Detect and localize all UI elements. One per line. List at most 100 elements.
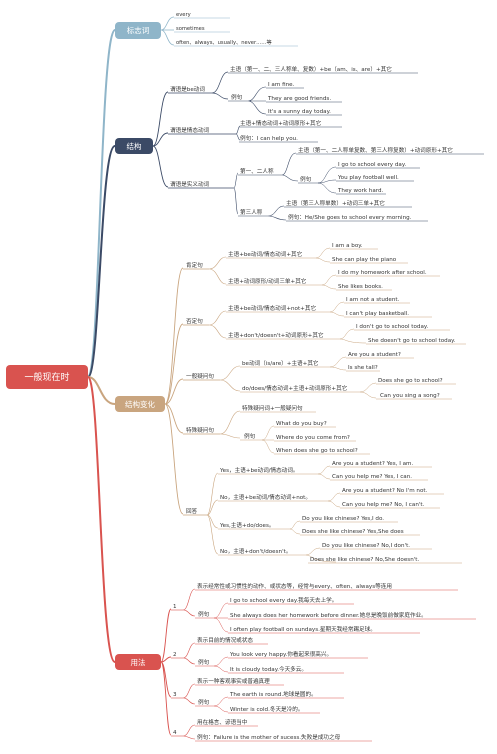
root-node[interactable]: [6, 365, 88, 389]
usage-description: 表示目前的情况或状态: [197, 636, 253, 644]
structure-label: 结构: [127, 141, 142, 151]
special-question-rule: 特殊疑问词+一般疑问句: [242, 404, 303, 412]
structure-node[interactable]: [115, 138, 153, 154]
special-question-example-label: 例句: [244, 432, 256, 440]
marker-sometimes: sometimes: [176, 26, 205, 32]
usage-example: She always does her homework before dinn…: [230, 611, 427, 619]
structure-modal-label: 谓语是情态动词: [170, 126, 210, 134]
usage-number: 4: [173, 730, 177, 736]
usage-example: Winter is cold.冬天是冷的。: [230, 705, 303, 713]
connector-verb: [233, 172, 239, 215]
structure-modal-rule: 主语+情态动词+动词原形+其它: [240, 119, 322, 127]
general-question-label: 一般疑问句: [186, 372, 214, 380]
connector-yes-be: [317, 465, 331, 480]
structure-be-rule: 主语（第一、二、三人称单、复数）+be（am、is、are）+其它: [230, 65, 392, 73]
verb-first-second-rule: 主语（第一、二人称单复数、第三人称复数）+动词原形+其它: [298, 146, 453, 154]
special-question-example: Where do you come from?: [276, 435, 350, 441]
structure-verb-label: 谓语是实义动词: [170, 180, 210, 188]
connector-root-structure: [87, 145, 116, 378]
verb-third-rule: 主语（第三人称单数）+动词三单+其它: [286, 199, 385, 207]
negative-rule-be: 主语+be动词/情态动词+not+其它: [228, 304, 316, 312]
special-question-example: When does she go to school?: [276, 448, 358, 454]
usage-number: 2: [173, 652, 177, 658]
affirmative-rule-be: 主语+be动词/情态动词+其它: [228, 250, 303, 258]
be-example: It's a sunny day today.: [268, 109, 331, 115]
connector-first-second-examples: [317, 166, 337, 194]
variations-node[interactable]: [115, 396, 165, 412]
usage-label: 用法: [131, 657, 146, 667]
usage-example: I often play football on sundays.星期天我经常踢…: [230, 625, 376, 633]
connector-general-question: [219, 365, 241, 392]
connector-yes-do: [289, 520, 301, 535]
structure-be-label: 谓语是be动词: [170, 85, 205, 93]
usage-example-label: 例句: [198, 698, 210, 706]
connector-usage-2: [182, 642, 196, 665]
negative-example: She doesn't go to school today.: [368, 338, 456, 344]
connector-root-variations: [87, 376, 116, 405]
usage-example: It is cloudy today.今天多云。: [230, 665, 307, 673]
answer-no-be: No，主语+be动词/情态动词+not。: [220, 493, 311, 501]
be-example: They are good friends.: [267, 96, 331, 102]
connector-be: [211, 71, 229, 100]
affirmative-label: 肯定句: [186, 261, 203, 269]
general-question-example: Can you sing a song?: [380, 393, 440, 399]
markers-label: 标志词: [127, 25, 150, 35]
negative-rule-do: 主语+don't/doesn't+动词原形+其它: [228, 331, 324, 339]
answer-yes-do: Yes,主语+do/does。: [219, 521, 274, 529]
verb-example: You play football well.: [337, 175, 399, 181]
usage-description: 用在格言、谚语当中: [197, 718, 248, 726]
affirmative-example: She likes books.: [338, 284, 383, 290]
marker-every: every: [176, 12, 191, 18]
be-example: I am fine.: [268, 82, 295, 88]
answer-example: Do you like chinese? No,I don't.: [322, 543, 410, 549]
usage-example-label: 例句: [198, 610, 210, 618]
connector-usage: [160, 608, 172, 736]
connector-affirmative: [208, 256, 227, 285]
connector-usage-3: [182, 683, 196, 705]
verb-example: They work hard.: [337, 188, 384, 194]
general-question-rule-do: do/does/情态动词+主语+动词原形+其它: [242, 384, 348, 392]
connector-usage-3-examples: [213, 696, 229, 713]
connector-negative-ex2: [339, 328, 367, 344]
general-question-example: Is she tall?: [348, 365, 378, 371]
connector-negative-ex1: [329, 301, 345, 317]
general-question-example: Does she go to school?: [378, 378, 443, 384]
connector-no-be: [327, 492, 341, 508]
verb-first-second-label: 第一、二人称: [240, 167, 274, 175]
markers-node[interactable]: [115, 22, 161, 39]
connector-usage-1-examples: [213, 602, 229, 633]
answer-no-do: No，主语+don't/doesn't。: [220, 547, 291, 555]
connector-affirmative-ex2: [321, 274, 337, 290]
general-question-rule-be: be动词（is/are）+主语+其它: [242, 359, 319, 367]
affirmative-example: She can play the piano: [332, 257, 397, 263]
root-label: 一般现在时: [24, 371, 69, 383]
verb-third-example: 例句：He/She goes to school every morning.: [288, 213, 412, 221]
affirmative-rule-verb: 主语+动词原形/动词三单+其它: [228, 277, 307, 285]
usage-node[interactable]: [115, 654, 161, 670]
connector-special-question: [219, 410, 241, 439]
connector-usage-2-examples: [213, 656, 229, 673]
usage-description: 表示一种客观事实或普遍真理: [197, 677, 270, 685]
connector-root-markers: [87, 29, 116, 378]
negative-example: I am not a student.: [346, 297, 400, 303]
connector-affirmative-ex1: [315, 247, 331, 263]
marker-often: often、always、usually、never……等: [176, 38, 272, 46]
answers-label: 回答: [186, 507, 198, 515]
connector-third: [267, 205, 287, 221]
connector-first-second: [281, 152, 299, 182]
variations-label: 结构变化: [125, 399, 155, 409]
verb-third-label: 第三人称: [240, 208, 263, 216]
verb-example: I go to school every day.: [338, 162, 406, 168]
connector-special-examples: [261, 425, 275, 454]
structure-modal-example: 例句：I can help you.: [240, 134, 298, 142]
answer-example: Can you help me? Yes, I can.: [332, 474, 412, 480]
affirmative-example: I am a boy.: [332, 243, 363, 249]
answer-example: Does she like chinese? No,She doesn't.: [310, 557, 419, 563]
connector-be-examples: [247, 86, 267, 115]
negative-label: 否定句: [186, 317, 203, 325]
connector-no-do: [305, 547, 337, 563]
usage-description: 表示经常性或习惯性的动作、或状态等，经常与every、often、always等…: [197, 582, 392, 590]
general-question-example: Are you a student?: [348, 352, 401, 358]
verb-first-second-example-label: 例句: [300, 175, 312, 183]
